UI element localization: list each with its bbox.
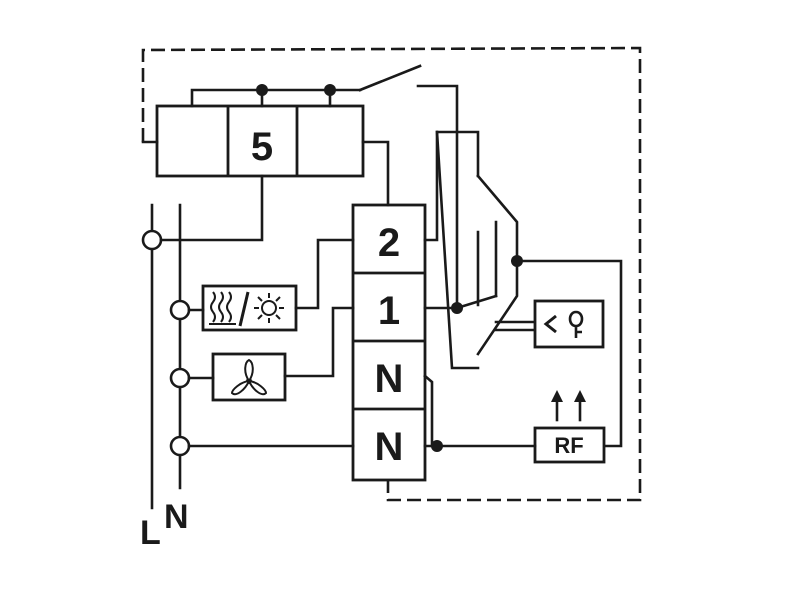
terminal-label-1: 1: [378, 289, 400, 333]
terminal-label-2: 2: [378, 221, 400, 265]
terminal-n-3: [169, 435, 191, 457]
line-label: L: [140, 514, 161, 552]
terminal-n-2: [169, 367, 191, 389]
fan-icon: [230, 358, 268, 396]
relay-number: 5: [251, 125, 273, 169]
heat-cool-box: [201, 284, 298, 332]
terminal-block: 2 1 N N: [351, 203, 427, 482]
terminal-label-n-2: N: [375, 425, 404, 469]
relay-switch: [141, 64, 422, 144]
sensor-box: [533, 299, 605, 349]
temperature-sensor-icon: [543, 310, 584, 338]
rf-label: RF: [554, 433, 583, 458]
rf-module: RF: [533, 390, 606, 464]
terminal-n-1: [169, 299, 191, 321]
neutral-bridge: [423, 374, 537, 452]
mains-terminals: [141, 229, 191, 457]
heat-cool-icon: [209, 291, 284, 327]
terminal-label-n-1: N: [375, 357, 404, 401]
rf-arrows-icon: [551, 390, 586, 422]
fan-box: [211, 352, 287, 402]
neutral-label: N: [164, 498, 189, 536]
terminal-l: [141, 229, 163, 251]
relay-block: 5: [155, 104, 365, 178]
switch-mechanism: [416, 84, 623, 448]
